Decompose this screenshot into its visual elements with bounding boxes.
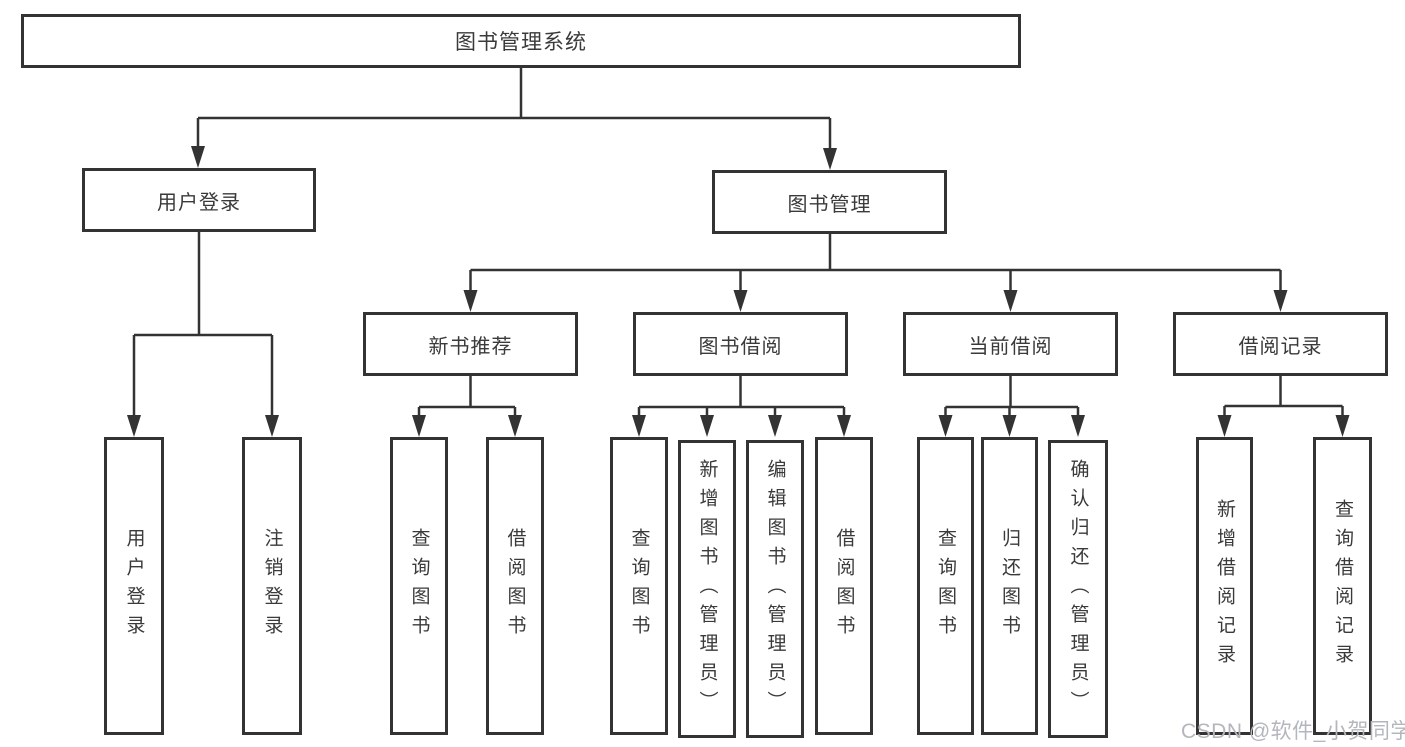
node-label: 借阅图书 <box>504 528 526 644</box>
node-label: 查询图书 <box>935 528 956 644</box>
leaf-query-books: 查询图书 <box>610 437 668 735</box>
node-label: 编辑图书（管理员） <box>764 458 786 720</box>
node-label: 查询借阅记录 <box>1332 499 1353 673</box>
node-label: 图书管理 <box>787 193 872 216</box>
node-label: 借阅图书 <box>833 528 855 644</box>
node-label: 借阅记录 <box>1238 335 1323 358</box>
node-label: 新增图书（管理员） <box>696 458 718 720</box>
node-label: 当前借阅 <box>968 335 1053 358</box>
leaf-query-books: 查询图书 <box>917 437 974 735</box>
node-label: 确认归还（管理员） <box>1067 458 1089 720</box>
node-label: 归还图书 <box>999 528 1020 644</box>
node-current-borrowing: 当前借阅 <box>903 312 1118 376</box>
leaf-borrow-books: 借阅图书 <box>815 437 873 735</box>
leaf-query-borrow-record: 查询借阅记录 <box>1313 437 1372 735</box>
node-label: 查询图书 <box>628 528 650 644</box>
node-book-management: 图书管理 <box>712 170 947 234</box>
leaf-query-books: 查询图书 <box>390 437 448 735</box>
node-label: 新增借阅记录 <box>1214 499 1235 673</box>
leaf-user-login: 用户登录 <box>104 437 164 735</box>
node-book-borrowing: 图书借阅 <box>633 312 848 376</box>
node-label: 新书推荐 <box>428 335 513 358</box>
leaf-add-borrow-record: 新增借阅记录 <box>1196 437 1253 735</box>
node-new-book-recommend: 新书推荐 <box>363 312 578 376</box>
node-label: 用户登录 <box>157 191 241 214</box>
node-library-management-system: 图书管理系统 <box>21 14 1021 68</box>
node-label: 查询图书 <box>408 528 430 644</box>
node-label: 图书借阅 <box>698 335 783 358</box>
leaf-add-books-admin: 新增图书（管理员） <box>678 440 736 738</box>
node-label: 用户登录 <box>123 528 145 644</box>
leaf-return-books: 归还图书 <box>981 437 1038 735</box>
node-borrow-records: 借阅记录 <box>1173 312 1388 376</box>
csdn-watermark: CSDN @软件_小贺同学 <box>1181 720 1405 743</box>
leaf-borrow-books: 借阅图书 <box>486 437 544 735</box>
leaf-edit-books-admin: 编辑图书（管理员） <box>746 440 804 738</box>
leaf-confirm-return-admin: 确认归还（管理员） <box>1048 440 1108 738</box>
leaf-logout: 注销登录 <box>242 437 302 735</box>
node-label: 图书管理系统 <box>455 31 587 54</box>
node-label: 注销登录 <box>261 528 283 644</box>
node-user-login: 用户登录 <box>82 168 316 232</box>
